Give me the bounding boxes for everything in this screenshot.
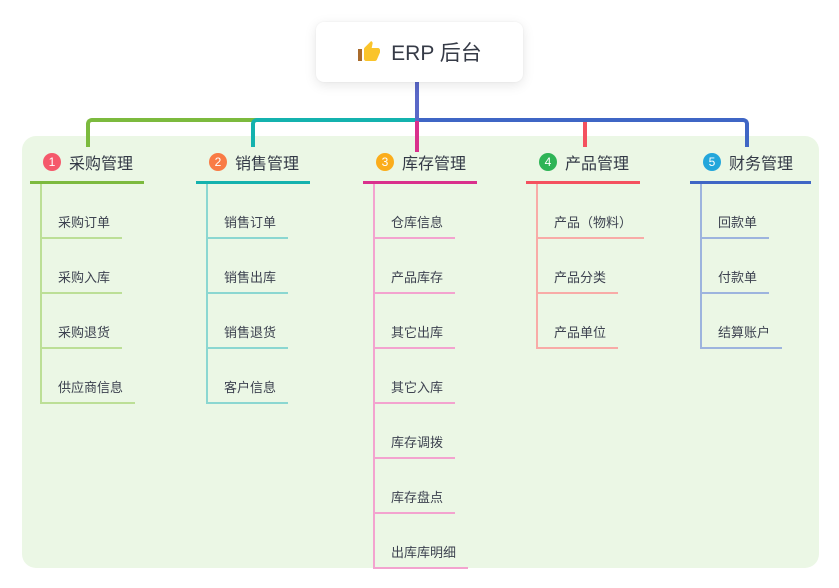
branch-inventory-management: 3 库存管理 仓库信息 产品库存 其它出库 其它入库 库存调拨 库存盘点 出库库… [363, 150, 477, 569]
branch-purchase-management: 1 采购管理 采购订单 采购入库 采购退货 供应商信息 [30, 150, 144, 404]
child-node[interactable]: 付款单 [700, 267, 770, 294]
child-node[interactable]: 其它出库 [373, 322, 456, 349]
child-node[interactable]: 销售订单 [206, 212, 289, 239]
branch-label: 采购管理 [69, 156, 134, 173]
connector-branch-4 [583, 122, 587, 147]
child-node[interactable]: 出库库明细 [373, 542, 469, 569]
child-node[interactable]: 采购订单 [40, 212, 123, 239]
branch-header-product[interactable]: 4 产品管理 [526, 150, 640, 184]
child-node[interactable]: 库存盘点 [373, 487, 456, 514]
badge-4: 4 [539, 153, 557, 171]
child-node[interactable]: 供应商信息 [40, 377, 136, 404]
branch-header-purchase[interactable]: 1 采购管理 [30, 150, 144, 184]
child-node[interactable]: 客户信息 [206, 377, 289, 404]
branch-children: 采购订单 采购入库 采购退货 供应商信息 [30, 184, 144, 404]
branch-header-inventory[interactable]: 3 库存管理 [363, 150, 477, 184]
child-node[interactable]: 采购入库 [40, 267, 123, 294]
branch-children: 产品（物料） 产品分类 产品单位 [526, 184, 645, 349]
connector-branch-3 [415, 121, 419, 152]
child-node[interactable]: 产品（物料） [536, 212, 645, 239]
child-node[interactable]: 仓库信息 [373, 212, 456, 239]
branch-children: 仓库信息 产品库存 其它出库 其它入库 库存调拨 库存盘点 出库库明细 [363, 184, 477, 569]
mindmap-canvas [22, 136, 819, 568]
root-node-erp-backend[interactable]: ERP 后台 [316, 22, 523, 82]
child-node[interactable]: 产品分类 [536, 267, 619, 294]
child-node[interactable]: 产品单位 [536, 322, 619, 349]
branch-label: 销售管理 [235, 156, 300, 173]
badge-3: 3 [376, 153, 394, 171]
child-node[interactable]: 产品库存 [373, 267, 456, 294]
branch-label: 库存管理 [402, 156, 467, 173]
badge-5: 5 [703, 153, 721, 171]
root-node-label: ERP 后台 [391, 42, 482, 65]
branch-children: 回款单 付款单 结算账户 [690, 184, 811, 349]
child-node[interactable]: 采购退货 [40, 322, 123, 349]
branch-header-finance[interactable]: 5 财务管理 [690, 150, 811, 184]
branch-sales-management: 2 销售管理 销售订单 销售出库 销售退货 客户信息 [196, 150, 310, 404]
badge-2: 2 [209, 153, 227, 171]
connector-root [415, 82, 419, 121]
branch-finance-management: 5 财务管理 回款单 付款单 结算账户 [690, 150, 811, 349]
child-node[interactable]: 其它入库 [373, 377, 456, 404]
child-node[interactable]: 库存调拨 [373, 432, 456, 459]
branch-children: 销售订单 销售出库 销售退货 客户信息 [196, 184, 310, 404]
badge-1: 1 [43, 153, 61, 171]
child-node[interactable]: 回款单 [700, 212, 770, 239]
connector-branch-2 [251, 118, 417, 147]
connector-branch-5 [417, 118, 749, 147]
child-node[interactable]: 销售出库 [206, 267, 289, 294]
child-node[interactable]: 销售退货 [206, 322, 289, 349]
branch-label: 产品管理 [565, 156, 630, 173]
branch-product-management: 4 产品管理 产品（物料） 产品分类 产品单位 [526, 150, 645, 349]
branch-header-sales[interactable]: 2 销售管理 [196, 150, 310, 184]
child-node[interactable]: 结算账户 [700, 322, 783, 349]
thumbs-up-icon [357, 40, 381, 64]
branch-label: 财务管理 [729, 156, 794, 173]
